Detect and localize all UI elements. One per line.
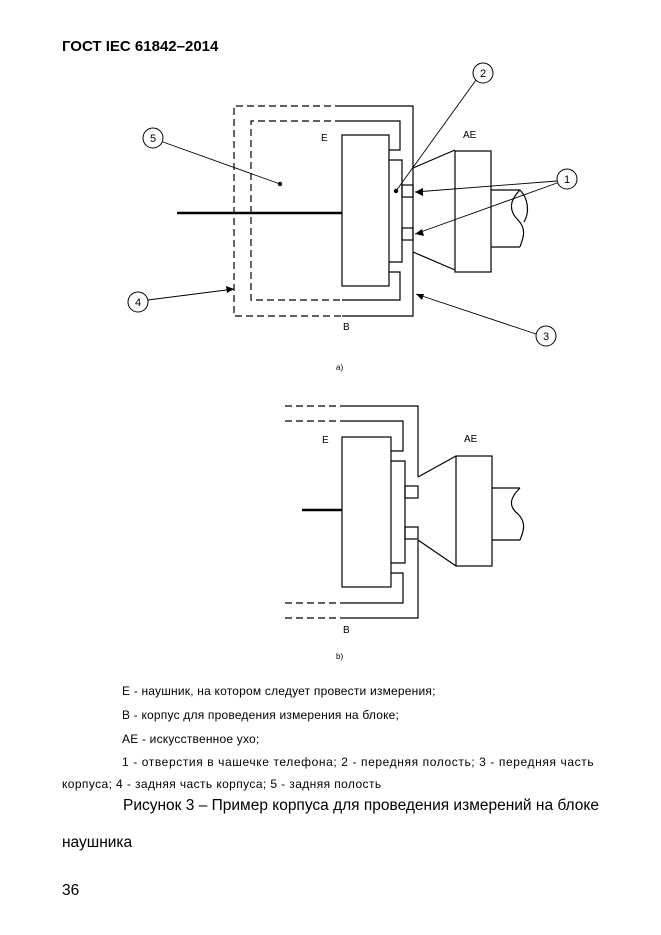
label-e-b: E [322, 435, 329, 446]
label-b-b: B [343, 625, 350, 636]
callout-4: 4 [135, 297, 141, 309]
legend-line-3: AE - искусственное ухо; [122, 732, 260, 746]
label-ae-a: AE [463, 130, 477, 141]
label-e-a: E [321, 133, 328, 144]
sublabel-b: b) [336, 652, 343, 661]
page-number: 36 [62, 882, 80, 899]
legend-line-1: E - наушник, на котором следует провести… [122, 684, 436, 698]
callout-2: 2 [480, 68, 486, 80]
figure-caption: Рисунок 3 – Пример корпуса для проведени… [123, 797, 599, 814]
callout-5: 5 [150, 133, 156, 145]
label-b-a: B [343, 322, 350, 333]
rear-enclosure-inner [250, 120, 342, 301]
legend-line-4b: корпуса; 4 - задняя часть корпуса; 5 - з… [62, 777, 382, 791]
figure-b-diagram [285, 405, 525, 619]
document-header: ГОСТ IEC 61842–2014 [62, 38, 219, 55]
sublabel-a: a) [336, 363, 343, 372]
earphone-body [341, 134, 390, 287]
artificial-ear [454, 150, 492, 273]
figure-caption-continued: наушника [62, 834, 133, 851]
front-enclosure-inner [342, 120, 401, 151]
callout-1: 1 [564, 174, 570, 186]
legend-line-2: B - корпус для проведения измерения на б… [122, 708, 400, 722]
callout-3: 3 [543, 331, 549, 343]
legend-line-4a: 1 - отверстия в чашечке телефона; 2 - пе… [122, 755, 595, 769]
rear-enclosure-outer [233, 105, 342, 317]
label-ae-b: AE [464, 434, 478, 445]
front-enclosure-outer [342, 105, 414, 317]
